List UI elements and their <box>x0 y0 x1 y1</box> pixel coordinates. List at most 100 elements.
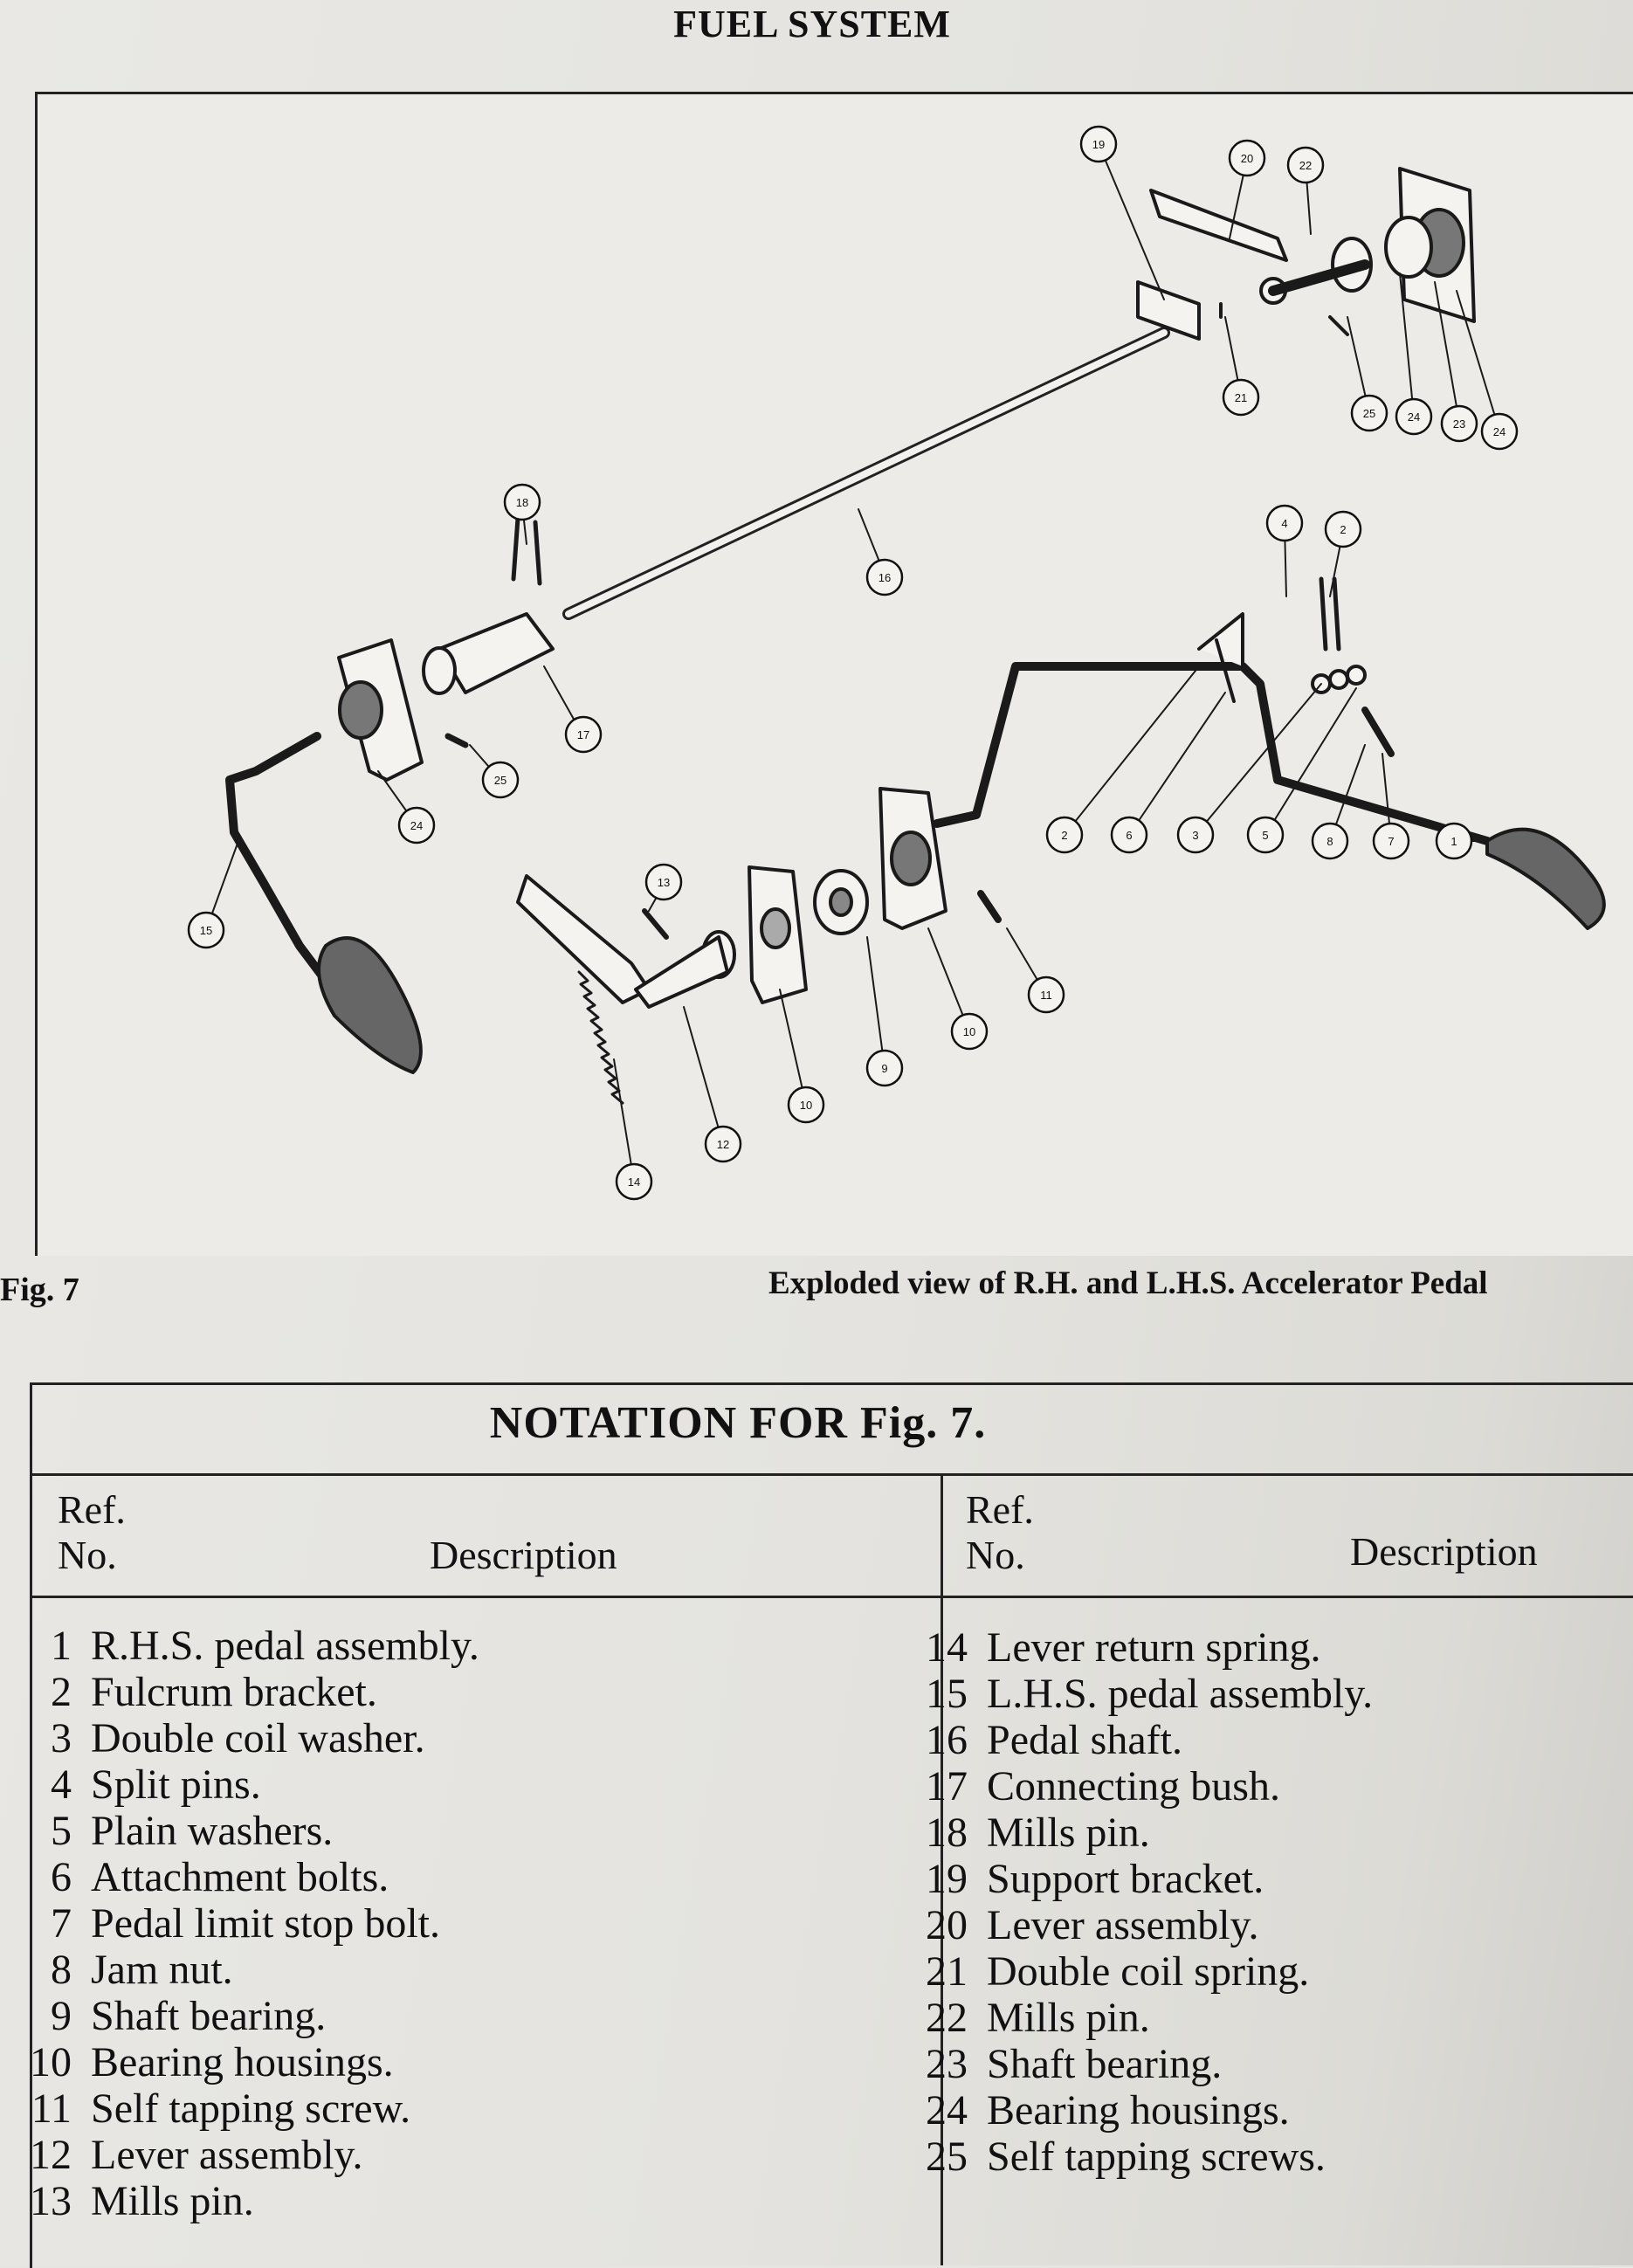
svg-text:11: 11 <box>1040 989 1052 1002</box>
callout-25-left: 25 <box>481 761 520 799</box>
callout-24b: 24 <box>1480 412 1519 451</box>
page-title: FUEL SYSTEM <box>673 3 951 45</box>
callout-18: 18 <box>503 483 541 521</box>
callout-1: 1 <box>1435 822 1473 860</box>
callout-13: 13 <box>644 863 683 901</box>
callout-10-lower: 10 <box>787 1086 825 1124</box>
figure-caption: Exploded view of R.H. and L.H.S. Acceler… <box>768 1265 1488 1301</box>
svg-text:2: 2 <box>1340 523 1346 536</box>
svg-text:1: 1 <box>1450 835 1457 848</box>
callout-19: 19 <box>1079 125 1118 163</box>
svg-text:5: 5 <box>1262 829 1268 842</box>
right-ref-header: Ref. No. <box>966 1487 1034 1577</box>
callout-25: 25 <box>1350 394 1388 432</box>
svg-text:17: 17 <box>577 728 589 741</box>
callout-24-left: 24 <box>397 806 436 844</box>
left-description-header: Description <box>430 1533 617 1577</box>
svg-text:16: 16 <box>879 571 891 584</box>
svg-text:2: 2 <box>1061 829 1067 842</box>
callout-21: 21 <box>1222 378 1260 417</box>
left-ref-header: Ref. No. <box>58 1487 126 1577</box>
callout-17: 17 <box>564 715 603 754</box>
callout-20: 20 <box>1228 139 1266 177</box>
svg-text:13: 13 <box>658 876 670 889</box>
callout-7: 7 <box>1372 822 1410 860</box>
svg-text:15: 15 <box>200 924 212 937</box>
svg-text:14: 14 <box>628 1175 640 1189</box>
callout-14: 14 <box>615 1162 653 1201</box>
svg-text:6: 6 <box>1126 829 1132 842</box>
svg-text:25: 25 <box>1363 407 1375 420</box>
exploded-diagram-frame: 19 20 22 21 25 24 23 24 18 16 4 2 17 25 … <box>35 92 1633 1256</box>
notation-title: NOTATION FOR Fig. 7. <box>489 1398 987 1448</box>
svg-text:10: 10 <box>963 1025 975 1038</box>
svg-text:8: 8 <box>1326 835 1333 848</box>
svg-text:10: 10 <box>800 1099 812 1112</box>
callout-4: 4 <box>1265 504 1304 542</box>
callout-10-upper: 10 <box>950 1012 989 1051</box>
svg-text:21: 21 <box>1235 391 1247 404</box>
callout-23: 23 <box>1440 404 1478 443</box>
svg-text:9: 9 <box>881 1062 887 1075</box>
table-header-top-rule <box>30 1473 1633 1476</box>
callout-8: 8 <box>1311 822 1349 860</box>
svg-text:18: 18 <box>516 496 528 509</box>
callout-2-bottom: 2 <box>1045 816 1084 854</box>
callout-3: 3 <box>1176 816 1215 854</box>
callout-12: 12 <box>704 1125 742 1163</box>
right-description-header: Description <box>1350 1529 1538 1574</box>
svg-text:19: 19 <box>1092 138 1105 151</box>
svg-text:4: 4 <box>1281 517 1287 530</box>
notation-table <box>30 1382 1633 2268</box>
table-column-divider <box>941 1473 943 2265</box>
svg-text:24: 24 <box>1493 425 1506 438</box>
exploded-diagram: 19 20 22 21 25 24 23 24 18 16 4 2 17 25 … <box>187 125 1606 1201</box>
svg-text:24: 24 <box>410 819 423 832</box>
svg-text:7: 7 <box>1388 835 1394 848</box>
callout-9: 9 <box>865 1049 904 1087</box>
svg-text:20: 20 <box>1241 152 1253 165</box>
svg-text:3: 3 <box>1192 829 1198 842</box>
table-header-bottom-rule <box>30 1596 1633 1598</box>
callout-22: 22 <box>1286 146 1325 184</box>
callout-24: 24 <box>1395 397 1433 436</box>
page-header: FUEL SYSTEM <box>0 2 1633 46</box>
figure-label: Fig. 7 <box>0 1272 79 1308</box>
callout-5: 5 <box>1246 816 1285 854</box>
svg-text:23: 23 <box>1453 417 1465 431</box>
callout-15: 15 <box>187 911 225 949</box>
callout-6: 6 <box>1110 816 1148 854</box>
callout-2-top: 2 <box>1324 510 1362 548</box>
svg-text:24: 24 <box>1408 410 1420 424</box>
svg-text:25: 25 <box>494 774 506 787</box>
svg-text:22: 22 <box>1299 159 1312 172</box>
callout-11: 11 <box>1027 975 1065 1014</box>
